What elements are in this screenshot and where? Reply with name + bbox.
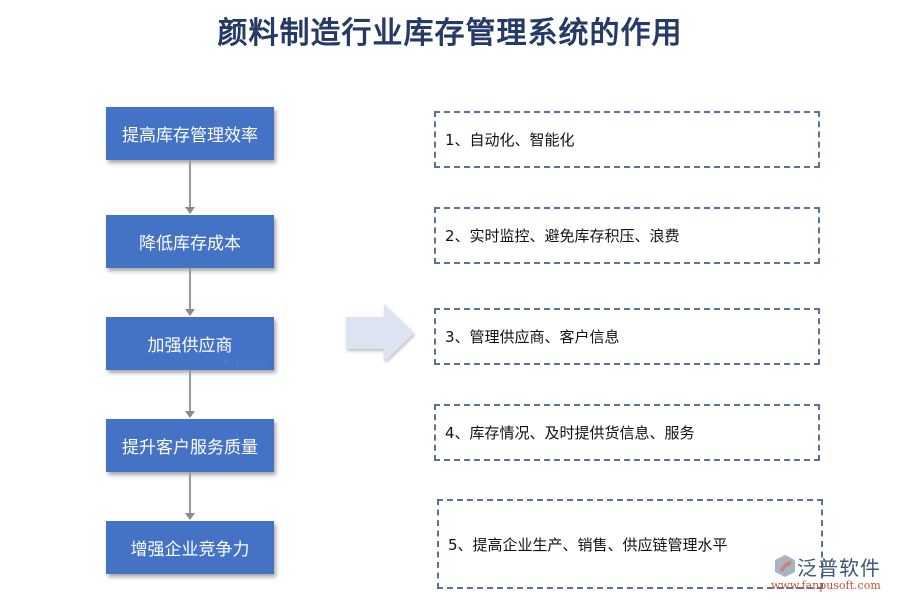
step-reduce-cost: 降低库存成本	[106, 215, 274, 268]
watermark-small-brand: 泛普软件	[230, 359, 267, 369]
connector-arrow	[185, 160, 195, 214]
detail-text: 2、实时监控、避免库存积压、浪费	[445, 227, 680, 245]
watermark-url: www.fanpusoft.com	[771, 579, 881, 592]
detail-text: 3、管理供应商、客户信息	[445, 328, 620, 346]
watermark-logo: 泛普软件 www.fanpusoft.com	[771, 552, 896, 597]
connector-arrow	[185, 370, 195, 418]
detail-text: 5、提高企业生产、销售、供应链管理水平	[448, 535, 728, 554]
diagram-title: 颜料制造行业库存管理系统的作用	[217, 16, 683, 51]
step-strengthen-suppliers: 加强供应商	[106, 317, 274, 370]
detail-box-3: 3、管理供应商、客户信息	[434, 308, 820, 365]
step-enhance-competitiveness: 增强企业竞争力	[106, 521, 274, 574]
connector-arrow	[185, 472, 195, 520]
detail-box-5: 5、提高企业生产、销售、供应链管理水平	[437, 499, 823, 589]
step-improve-service: 提升客户服务质量	[106, 419, 274, 472]
step-improve-efficiency: 提高库存管理效率	[106, 107, 274, 160]
fanpu-logo-icon: ◆	[222, 357, 229, 368]
detail-text: 1、自动化、智能化	[445, 131, 575, 149]
detail-box-2: 2、实时监控、避免库存积压、浪费	[434, 207, 820, 264]
detail-text: 4、库存情况、及时提供货信息、服务	[445, 424, 695, 442]
detail-box-1: 1、自动化、智能化	[434, 111, 820, 168]
fanpu-logo-icon	[775, 555, 795, 577]
detail-box-4: 4、库存情况、及时提供货信息、服务	[434, 404, 820, 461]
watermark-small: ◆ 泛普软件	[222, 356, 267, 370]
connector-arrow	[185, 268, 195, 316]
watermark-brand: 泛普软件	[797, 556, 881, 580]
right-arrow-icon	[346, 304, 414, 362]
